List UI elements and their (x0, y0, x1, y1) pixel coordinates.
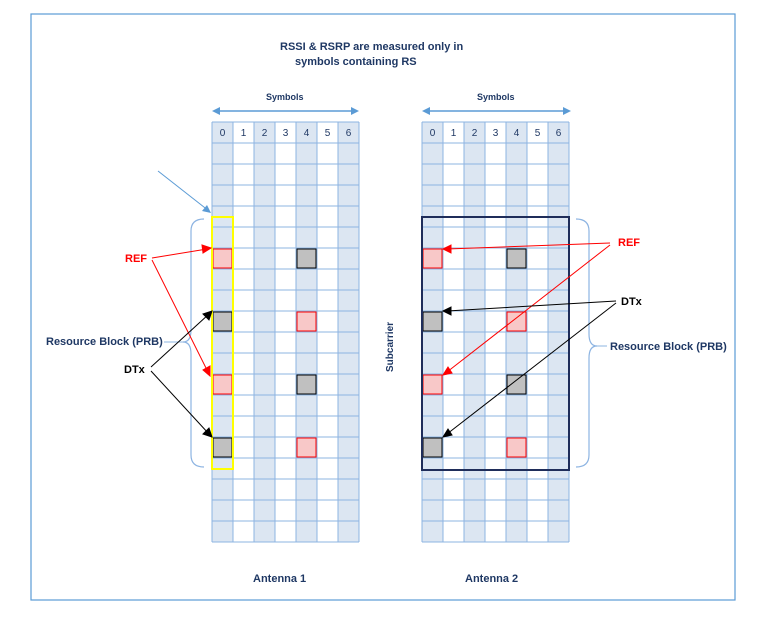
antenna-1-symbol-number: 3 (283, 128, 289, 139)
symbols-label-left: Symbols (266, 92, 304, 102)
symbols-arrow-right (422, 107, 571, 115)
ref-arrows-left (151, 244, 213, 378)
antenna-2-symbol-number: 3 (493, 128, 499, 139)
dtx-label-left: DTx (124, 364, 146, 376)
ref-label-right: REF (618, 237, 640, 249)
antenna-2-symbol-number: 5 (535, 128, 541, 139)
pointer-arrow-line (157, 170, 210, 212)
resource-block-label-left: Resource Block (PRB) (46, 336, 163, 348)
antenna-1-dtx-cell (212, 311, 233, 332)
symbols-arrow-left (212, 107, 359, 115)
antenna-2-symbol-number: 1 (451, 128, 457, 139)
antenna-1-symbol-number: 0 (220, 128, 226, 139)
prb-brace-right (575, 218, 598, 468)
antenna-2-ref-cell (506, 437, 527, 458)
antenna-2-ref-cell (506, 311, 527, 332)
antenna-2-grid: 0 1 2 3 4 5 6 (421, 121, 570, 543)
antenna-1-ref-cell (212, 374, 233, 395)
pointer-arrow-head (202, 205, 211, 213)
antenna-1-symbol-number: 6 (346, 128, 352, 139)
antenna-1-ref-cell (212, 248, 233, 269)
antenna-2-symbol-number: 2 (472, 128, 478, 139)
antenna-2-dtx-cell (422, 311, 443, 332)
antenna-2-symbol-number: 6 (556, 128, 562, 139)
title-line-2: symbols containing RS (295, 56, 417, 68)
antenna-1-dtx-cell (296, 374, 317, 395)
dtx-arrows-left (150, 310, 213, 438)
antenna-1-dtx-cell (212, 437, 233, 458)
ref-label-left: REF (125, 253, 147, 265)
antenna-1-symbol-number: 1 (241, 128, 247, 139)
title-line-1: RSSI & RSRP are measured only in (280, 41, 463, 53)
outer-frame (30, 13, 736, 601)
prb-highlight-antenna-1 (211, 216, 234, 470)
symbols-label-right: Symbols (477, 92, 515, 102)
dtx-arrows-right (441, 300, 617, 438)
antenna-2-dtx-cell (506, 374, 527, 395)
antenna-1-dtx-cell (296, 248, 317, 269)
prb-highlight-antenna-2 (421, 216, 570, 471)
antenna-2-symbol-number: 4 (514, 128, 520, 139)
antenna-2-ref-cell (422, 374, 443, 395)
antenna-2-dtx-cell (422, 437, 443, 458)
antenna-1-grid: 0 1 2 3 4 5 6 (211, 121, 360, 543)
subcarrier-label: Subcarrier (385, 322, 396, 372)
antenna-2-label: Antenna 2 (465, 573, 518, 585)
ref-arrows-right (441, 242, 611, 376)
antenna-1-symbol-number: 4 (304, 128, 310, 139)
antenna-1-symbol-number: 5 (325, 128, 331, 139)
antenna-2-ref-cell (422, 248, 443, 269)
resource-block-label-right: Resource Block (PRB) (610, 341, 727, 353)
antenna-2-symbol-number: 0 (430, 128, 436, 139)
antenna-1-label: Antenna 1 (253, 573, 306, 585)
antenna-1-symbol-number: 2 (262, 128, 268, 139)
dtx-label-right: DTx (621, 296, 643, 308)
antenna-1-ref-cell (296, 437, 317, 458)
antenna-1-ref-cell (296, 311, 317, 332)
antenna-2-dtx-cell (506, 248, 527, 269)
